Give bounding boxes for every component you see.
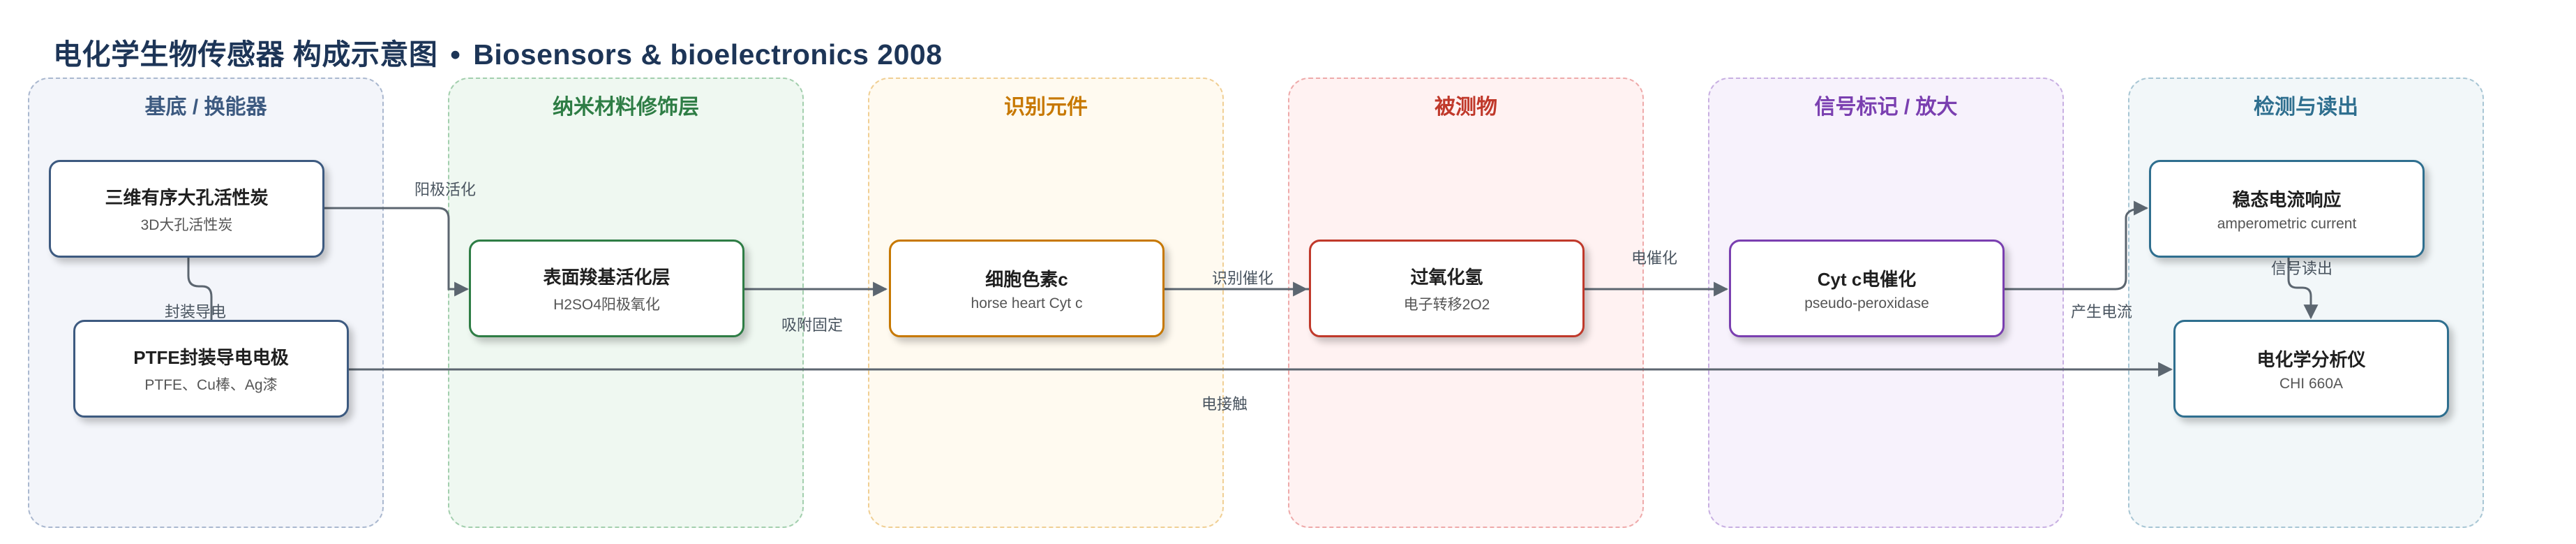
edge-encapsulate xyxy=(187,257,213,320)
edge-produce-current xyxy=(2002,200,2149,291)
node-title: 表面羧基活化层 xyxy=(543,266,671,288)
lane-title-nanomaterial: 纳米材料修饰层 xyxy=(553,96,699,119)
node-subtitle: amperometric current xyxy=(2217,215,2357,232)
node-subtitle: CHI 660A xyxy=(2279,375,2344,392)
node-ptfe-electrode[interactable]: PTFE封装导电电极 PTFE、Cu棒、Ag漆 xyxy=(73,320,349,418)
edge-label-recognize: 识别催化 xyxy=(1212,270,1274,287)
lane-title-analyte: 被测物 xyxy=(1435,96,1497,119)
edge-label-anodize: 阳极活化 xyxy=(414,181,477,198)
edge-label-adsorb: 吸附固定 xyxy=(781,316,844,334)
node-title: Cyt c电催化 xyxy=(1817,268,1917,290)
node-steady-state-current[interactable]: 稳态电流响应 amperometric current xyxy=(2149,160,2425,258)
node-title: 三维有序大孔活性炭 xyxy=(105,186,269,208)
node-subtitle: PTFE、Cu棒、Ag漆 xyxy=(144,376,278,393)
lane-detection xyxy=(2128,78,2484,528)
lane-substrate xyxy=(28,78,384,528)
node-title: 稳态电流响应 xyxy=(2232,189,2342,210)
node-hydrogen-peroxide[interactable]: 过氧化氢 电子转移2O2 xyxy=(1309,240,1585,337)
edge-anodize xyxy=(324,207,470,297)
page-title: 电化学生物传感器 构成示意图 • Biosensors & bioelectroni… xyxy=(53,31,943,73)
lane-title-substrate: 基底 / 换能器 xyxy=(144,96,267,119)
node-subtitle: 电子转移2O2 xyxy=(1403,296,1490,313)
node-title: 细胞色素c xyxy=(985,268,1068,290)
lane-title-recognition: 识别元件 xyxy=(1004,96,1088,119)
node-subtitle: pseudo-peroxidase xyxy=(1804,295,1929,311)
lane-title-detection: 检测与读出 xyxy=(2254,96,2358,119)
edge-label-encapsulate: 封装导电 xyxy=(165,303,227,321)
node-subtitle: H2SO4阳极氧化 xyxy=(553,296,660,313)
edge-signal-readout xyxy=(2287,257,2319,320)
title-source: Biosensors & bioelectronics 2008 xyxy=(473,38,943,71)
node-carboxyl-layer[interactable]: 表面羧基活化层 H2SO4阳极氧化 xyxy=(469,240,744,337)
node-electrochemical-analyzer[interactable]: 电化学分析仪 CHI 660A xyxy=(2173,320,2449,418)
title-separator: • xyxy=(450,38,461,71)
node-title: PTFE封装导电电极 xyxy=(133,346,289,368)
title-main: 电化学生物传感器 构成示意图 xyxy=(53,38,438,71)
node-subtitle: horse heart Cyt c xyxy=(971,295,1083,311)
node-cytc-electrocatalysis[interactable]: Cyt c电催化 pseudo-peroxidase xyxy=(1729,240,2005,337)
edge-label-produce-current: 产生电流 xyxy=(2071,303,2133,321)
edge-label-contact: 电接触 xyxy=(1201,395,1248,413)
edge-label-electrocatalysis: 电催化 xyxy=(1631,249,1678,267)
node-subtitle: 3D大孔活性炭 xyxy=(140,216,233,233)
edge-label-signal-readout: 信号读出 xyxy=(2271,260,2333,277)
node-title: 电化学分析仪 xyxy=(2256,348,2366,370)
node-title: 过氧化氢 xyxy=(1410,266,1483,288)
node-3d-macroporous-carbon[interactable]: 三维有序大孔活性炭 3D大孔活性炭 xyxy=(49,160,324,258)
lane-title-signal: 信号标记 / 放大 xyxy=(1814,96,1958,119)
node-cytochrome-c[interactable]: 细胞色素c horse heart Cyt c xyxy=(889,240,1165,337)
